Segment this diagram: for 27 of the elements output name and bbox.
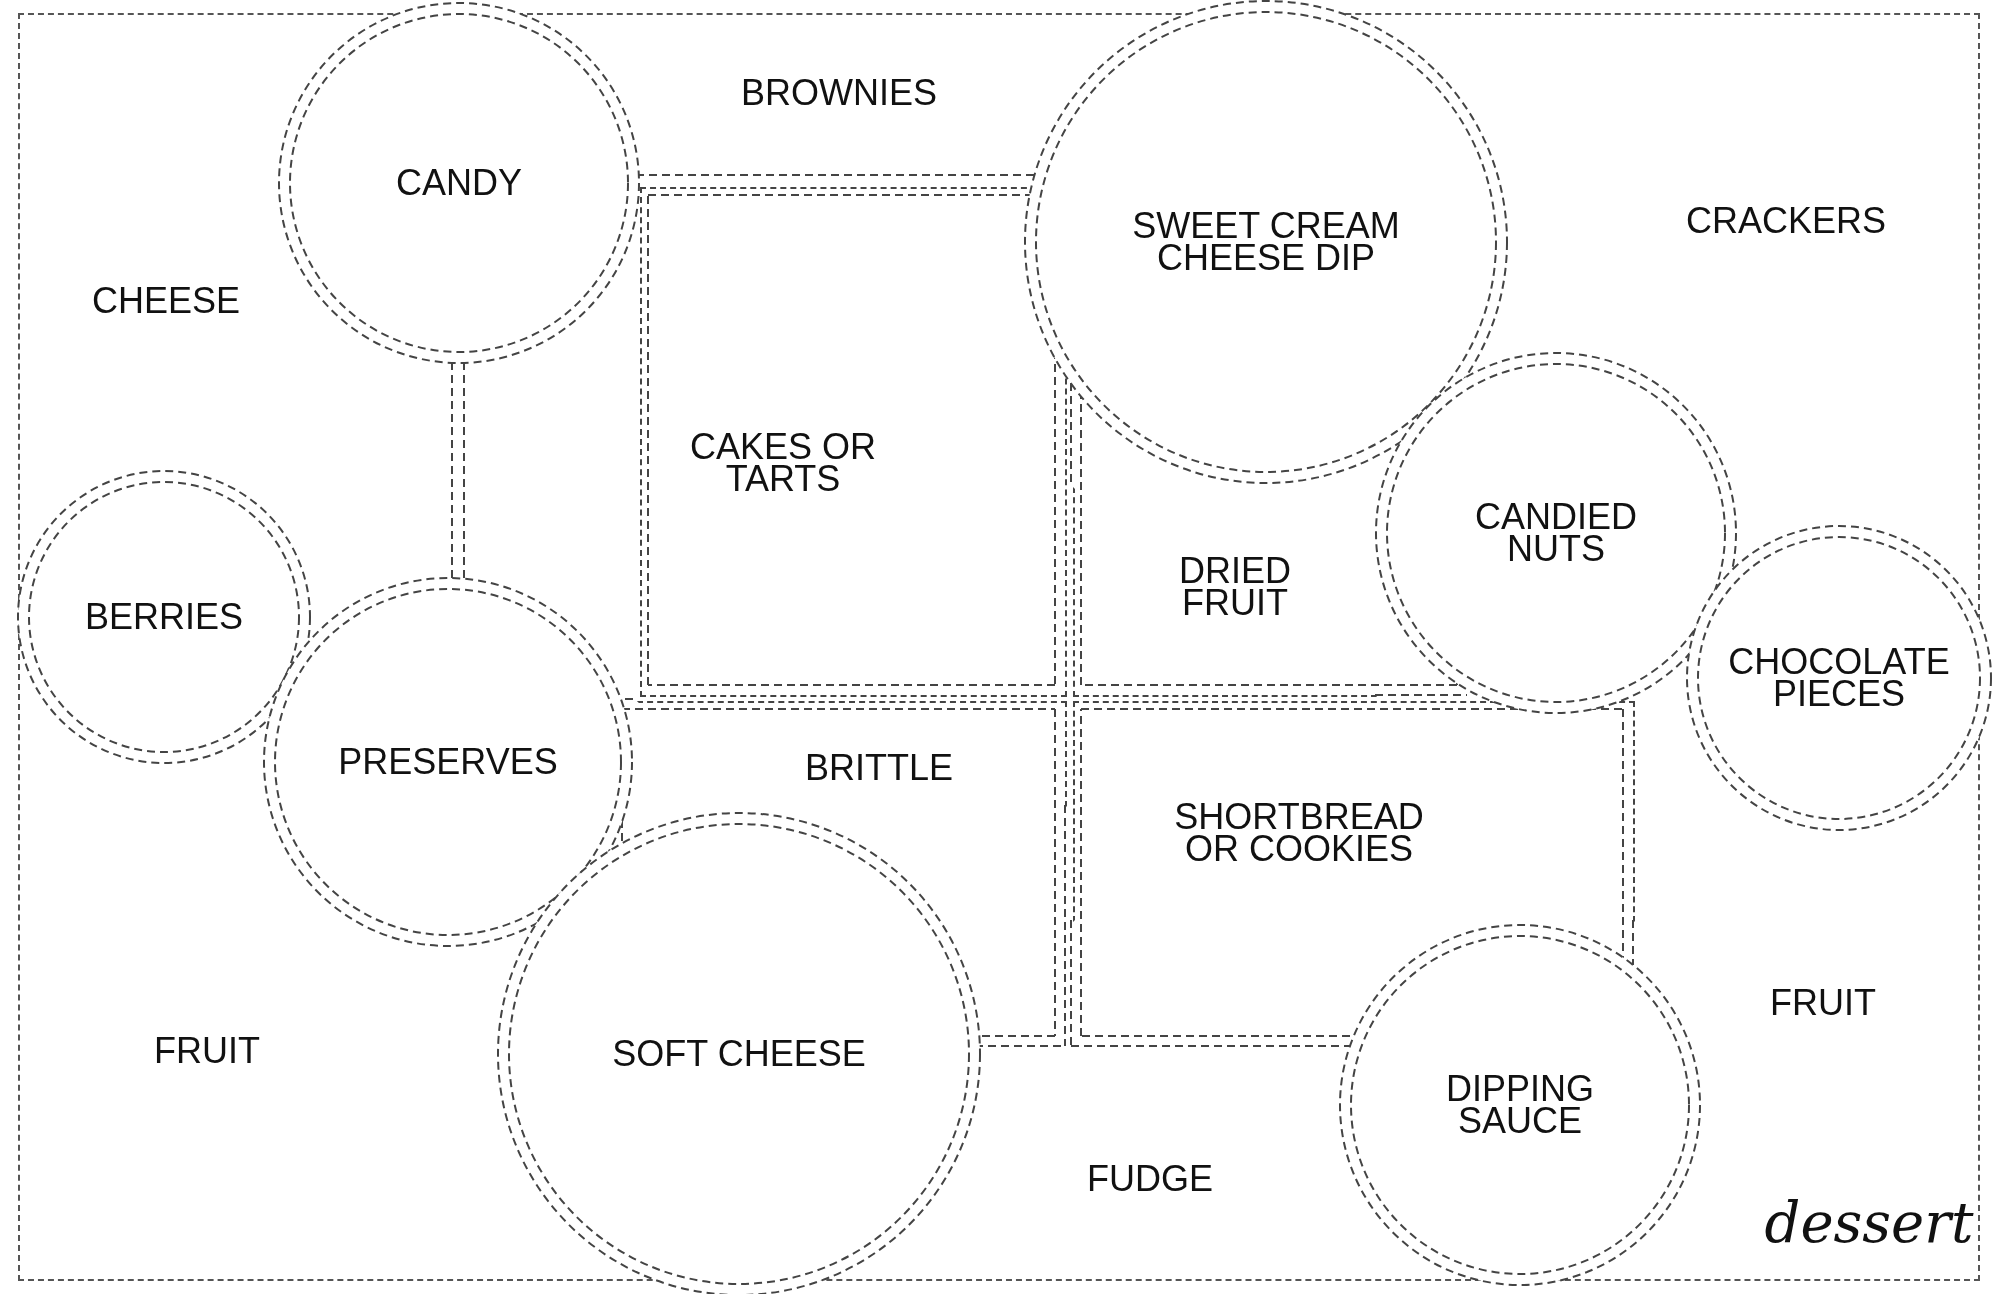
section-label: CANDY <box>396 167 522 199</box>
brittle-area <box>637 701 1067 807</box>
section-label: CHEESE <box>92 280 240 322</box>
sauce-bowl <box>1339 924 1701 1286</box>
section-label: CANDIED NUTS <box>1474 501 1638 565</box>
script-title: dessert <box>1764 1189 1974 1255</box>
chocolate-bowl <box>1686 525 1992 831</box>
section-label: FRUIT <box>154 1030 260 1072</box>
section-label: CHOCOLATE PIECES <box>1727 646 1951 710</box>
section-label: DRIED FRUIT <box>1178 555 1292 619</box>
section-label: FUDGE <box>1087 1158 1213 1200</box>
berries-bowl <box>17 470 311 764</box>
dip-bowl <box>1024 0 1508 484</box>
section-label: FRUIT <box>1770 982 1876 1024</box>
candy-bowl <box>278 2 640 364</box>
section-label: BROWNIES <box>741 72 937 114</box>
section-label: BERRIES <box>85 601 243 633</box>
section-label: SHORTBREAD OR COOKIES <box>1173 801 1425 865</box>
section-label: DIPPING SAUCE <box>1445 1073 1595 1137</box>
soft-cheese-bowl <box>497 812 981 1294</box>
preserves-bowl <box>263 577 633 947</box>
section-label: CAKES OR TARTS <box>688 431 877 495</box>
section-label: PRESERVES <box>338 746 558 778</box>
section-label: SOFT CHEESE <box>612 1038 866 1070</box>
section-label: SWEET CREAM CHEESE DIP <box>1131 210 1401 274</box>
section-label: CRACKERS <box>1686 200 1886 242</box>
section-label: BRITTLE <box>805 752 953 784</box>
